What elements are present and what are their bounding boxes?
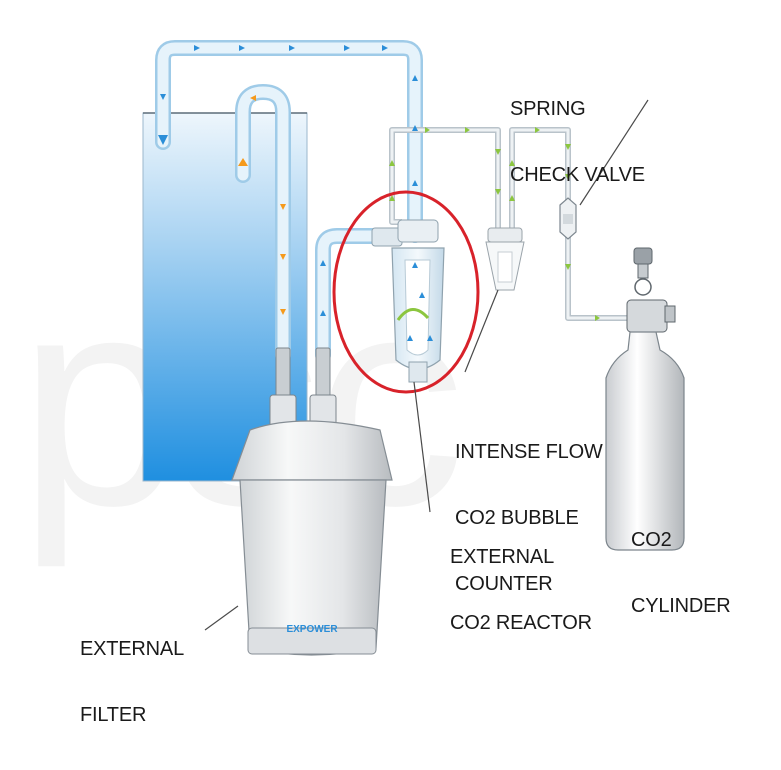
label-line: FILTER: [80, 704, 147, 726]
water-flow-arrows: [158, 45, 418, 316]
label-spring-check-valve: SPRING CHECK VALVE: [510, 54, 645, 230]
co2-reactor: [371, 219, 445, 383]
label-line: CO2: [631, 529, 672, 551]
leader-lines: [204, 99, 649, 631]
intake-flow-arrows: [238, 95, 286, 315]
intake-tube: [235, 83, 291, 363]
label-line: SPRING: [510, 98, 586, 120]
label-line: CO2 REACTOR: [450, 612, 592, 634]
label-line: EXTERNAL: [450, 546, 554, 568]
label-external-filter: EXTERNAL FILTER: [80, 594, 184, 770]
label-line: COUNTER: [455, 573, 553, 595]
filter-output-tube: [315, 228, 380, 363]
reactor-highlight-circle: [332, 190, 480, 394]
spring-check-valve: [559, 197, 577, 240]
label-line: CHECK VALVE: [510, 164, 645, 186]
gas-flow-arrows: [389, 127, 600, 321]
label-external-reactor: EXTERNAL CO2 REACTOR: [450, 502, 592, 678]
filter-brand-text: EXPOWER: [286, 624, 338, 635]
bubble-counter: [485, 227, 525, 291]
label-line: CO2 BUBBLE: [455, 507, 579, 529]
external-filter: EXPOWER: [231, 347, 393, 656]
label-line: CYLINDER: [631, 595, 731, 617]
co2-cylinder: [605, 247, 685, 551]
label-intense-flow-counter: INTENSE FLOW CO2 BUBBLE COUNTER: [455, 397, 603, 639]
label-line: EXTERNAL: [80, 638, 184, 660]
co2-system-diagram: EXPOWER: [142, 40, 685, 656]
diagram-canvas: psc: [18, 40, 731, 726]
label-line: INTENSE FLOW: [455, 441, 603, 463]
label-co2-cylinder: CO2 CYLINDER: [631, 485, 731, 661]
